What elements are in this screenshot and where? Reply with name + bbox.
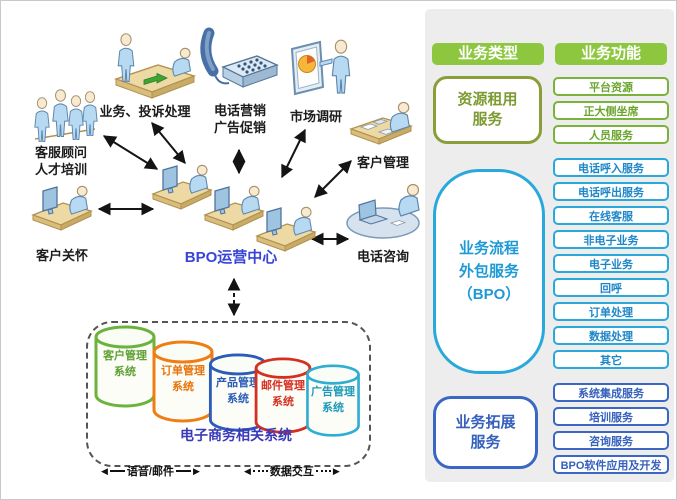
label-customer-management: 客户管理 [356,155,409,170]
type-bpo-service: 业务流程 外包服务 （BPO） [433,169,545,374]
function-item: 订单处理 [553,302,669,321]
label-customer-care: 客户关怀 [35,248,88,263]
cylinder-mail-mgmt-system: 邮件管理系统 [252,357,314,435]
customer-management-desk-icon [349,99,413,151]
function-item: 咨询服务 [553,431,669,450]
label-telemarketing: 电话营销 广告促销 [213,103,266,135]
function-item: 数据处理 [553,326,669,345]
ecommerce-systems-title: 电子商务相关系统 [180,427,292,443]
people-group-icon [29,87,101,145]
header-business-type: 业务类型 [432,43,544,65]
label-phone-consultation: 电话咨询 [356,249,409,264]
ecommerce-systems-box [86,321,371,467]
legend-data-interaction: ◀ 数据交互 ▶ [244,463,340,479]
function-item: 电话呼入服务 [553,158,669,177]
header-business-function: 业务功能 [555,43,667,65]
function-item: 其它 [553,350,669,369]
legend-label: 语音/邮件 [126,466,174,478]
function-item: 电话呼出服务 [553,182,669,201]
market-research-board-icon [284,35,362,109]
arrow-left-icon: ◀ [244,465,251,476]
function-item: 培训服务 [553,407,669,426]
customer-care-workstation-icon [31,177,93,233]
cylinder-customer-mgmt-system: 客户管理系统 [93,325,157,409]
type-business-expansion: 业务拓展 服务 [433,396,538,469]
bpo-center-workstations-icon [149,156,317,254]
function-item: 平台资源 [553,77,669,96]
function-item: 电子业务 [553,254,669,273]
cylinder-ad-mgmt-system: 广告管理系统 [303,364,363,438]
legend-voice-mail: ◀ 语音/邮件 ▶ [101,463,200,479]
arrow-right-icon: ▶ [192,465,200,476]
arrow-right-icon: ▶ [332,465,340,476]
cylinder-product-mgmt-system: 产品管理系统 [207,353,269,433]
phone-consultation-desk-icon [343,177,425,241]
business-panel: 业务类型 业务功能 资源租用 服务 业务流程 外包服务 （BPO） 业务拓展 服… [425,9,674,482]
label-complaint-handling: 业务、投诉处理 [99,104,191,119]
arrow-left-icon: ◀ [101,465,108,476]
legend-label: 数据交互 [269,466,314,478]
function-item: 在线客服 [553,206,669,225]
legend-dashed-line [252,470,268,472]
function-item: 人员服务 [553,125,669,144]
function-item: 非电子业务 [553,230,669,249]
function-item: 系统集成服务 [553,383,669,402]
legend-line [109,470,125,472]
function-list: 平台资源 正大侧坐席 人员服务 电话呼入服务 电话呼出服务 在线客服 非电子业务… [553,77,669,474]
function-item: BPO软件应用及开发 [553,455,669,474]
legend-dashed-line [315,470,331,472]
meeting-table-icon [104,31,200,105]
function-item: 正大侧坐席 [553,101,669,120]
cylinder-order-mgmt-system: 订单管理系统 [151,340,215,424]
function-item: 回呼 [553,278,669,297]
telephone-icon [193,25,279,103]
label-bpo-center: BPO运营中心 [184,249,278,266]
legend-line [175,470,191,472]
type-resource-rental: 资源租用 服务 [433,76,542,144]
label-consultant-training: 客服顾问 人才培训 [34,145,87,177]
label-market-research: 市场调研 [289,109,342,124]
